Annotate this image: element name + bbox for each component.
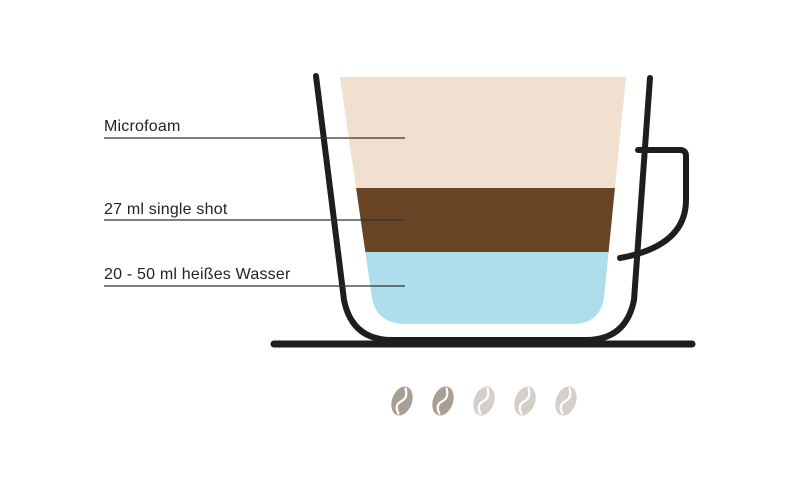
strength-indicator	[391, 386, 577, 416]
microfoam-label: Microfoam	[104, 118, 181, 135]
cup-contents	[340, 77, 626, 324]
cup-handle	[617, 147, 689, 261]
coffee-bean-icon-empty	[514, 386, 536, 416]
water-label: 20 - 50 ml heißes Wasser	[104, 266, 291, 283]
coffee-bean-icon-empty	[473, 386, 495, 416]
microfoam-layer	[340, 77, 626, 188]
coffee-bean-icon-filled	[391, 386, 413, 416]
espresso-label: 27 ml single shot	[104, 201, 228, 218]
water-layer	[340, 252, 626, 324]
coffee-bean-icon-filled	[432, 386, 454, 416]
cup-outline	[313, 73, 653, 343]
coffee-bean-icon-empty	[555, 386, 577, 416]
